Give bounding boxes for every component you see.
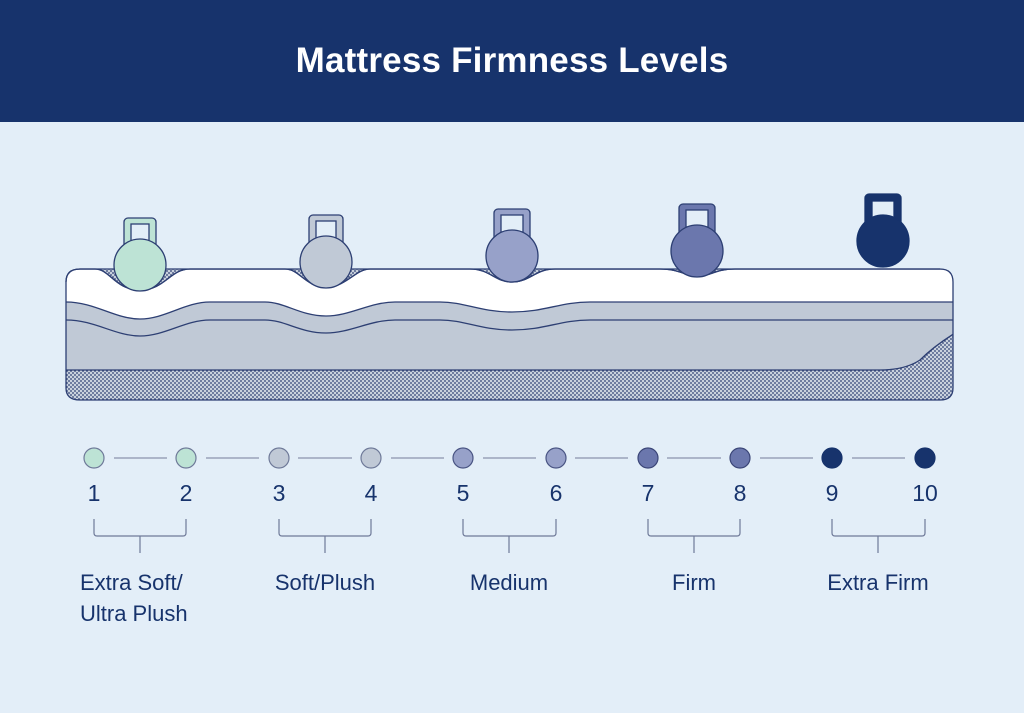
scale-number-1: 1 xyxy=(87,480,101,506)
scale-number-4: 4 xyxy=(364,480,378,506)
page-title: Mattress Firmness Levels xyxy=(295,41,729,80)
scale-number-9: 9 xyxy=(825,480,839,506)
group-brackets xyxy=(93,519,926,553)
header-banner: Mattress Firmness Levels xyxy=(0,0,1024,122)
scale-dot-9 xyxy=(821,447,843,469)
scale-dot-4 xyxy=(360,447,382,469)
group-label-line2: Ultra Plush xyxy=(80,601,188,626)
scale-number-5: 5 xyxy=(456,480,470,506)
group-label-medium: Medium xyxy=(469,570,549,595)
scale-dot-7 xyxy=(637,447,659,469)
scale-dot-3 xyxy=(268,447,290,469)
scale-number-10: 10 xyxy=(912,480,938,506)
kettlebell-icon xyxy=(113,217,167,292)
scale-dot-5 xyxy=(452,447,474,469)
scale-dot-10 xyxy=(914,447,936,469)
group-label-firm: Firm xyxy=(672,570,716,595)
mattress xyxy=(66,269,953,400)
scale-dot-8 xyxy=(729,447,751,469)
scale-number-2: 2 xyxy=(179,480,193,506)
scale-number-6: 6 xyxy=(549,480,563,506)
mattress-transition-layer xyxy=(66,300,953,336)
scale-number-7: 7 xyxy=(641,480,655,506)
scale-dot-1 xyxy=(83,447,105,469)
scale-dot-2 xyxy=(175,447,197,469)
scale-dots xyxy=(83,447,936,469)
scale-number-8: 8 xyxy=(733,480,747,506)
group-label-extra-firm: Extra Firm xyxy=(827,570,929,595)
group-label-soft: Soft/Plush xyxy=(274,570,376,595)
scale-dot-6 xyxy=(545,447,567,469)
kettlebell-icon xyxy=(670,203,724,278)
kettlebell-icon xyxy=(485,208,539,283)
scale-number-3: 3 xyxy=(272,480,286,506)
group-label-line1: Extra Soft/ xyxy=(80,570,183,595)
kettlebell-icon xyxy=(856,193,910,268)
group-label-extra-soft: Extra Soft/ Ultra Plush xyxy=(80,567,260,629)
kettlebell-icon xyxy=(299,214,353,289)
